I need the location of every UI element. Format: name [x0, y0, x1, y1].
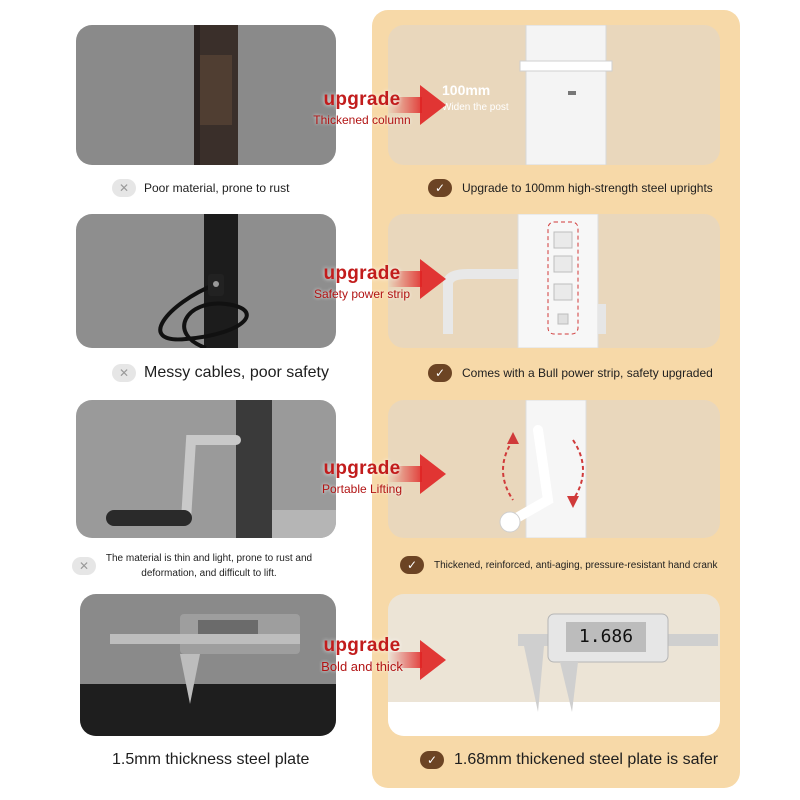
upgrade-sub-label: Portable Lifting	[321, 482, 403, 496]
check-icon: ✓	[420, 751, 444, 769]
caption-bad-3: ✕ The material is thin and light, prone …	[72, 551, 314, 581]
upgrade-sub-label: Bold and thick	[321, 659, 403, 674]
caption-text: 1.5mm thickness steel plate	[112, 751, 310, 768]
caption-text: 1.68mm thickened steel plate is safer	[454, 751, 719, 768]
check-icon: ✓	[428, 364, 452, 382]
arrow-right-icon	[420, 454, 446, 494]
messy-cables-illustration	[158, 214, 249, 348]
caption-good-3: ✓ Thickened, reinforced, anti-aging, pre…	[400, 556, 717, 574]
caliper-illustration	[80, 614, 336, 736]
check-icon: ✓	[400, 556, 424, 574]
old-crank-illustration	[106, 400, 336, 538]
caption-text: Poor material, prone to rust	[144, 181, 290, 195]
caption-text: Upgrade to 100mm high-strength steel upr…	[462, 181, 713, 195]
power-strip-illustration	[443, 214, 606, 348]
caption-text: Messy cables, poor safety	[144, 364, 329, 381]
caption-text: Thickened, reinforced, anti-aging, press…	[434, 559, 718, 571]
right-image-caliper: 1.686	[388, 594, 720, 736]
arrow-tail	[388, 466, 422, 482]
white-post-illustration	[519, 25, 613, 165]
upgrade-badge: upgrade Portable Lifting	[302, 458, 422, 496]
arrow-tail	[388, 271, 422, 287]
caption-bad-1: ✕ Poor material, prone to rust	[112, 179, 289, 197]
caption-bad-2: ✕ Messy cables, poor safety	[112, 364, 329, 382]
upgrade-label: upgrade	[323, 89, 401, 110]
callout-title: 100mm	[442, 82, 491, 98]
left-image-cables	[76, 214, 336, 348]
arrow-right-icon	[420, 85, 446, 125]
new-crank-illustration	[499, 400, 587, 538]
caption-good-1: ✓ Upgrade to 100mm high-strength steel u…	[428, 179, 713, 197]
upgrade-badge: upgrade Thickened column	[302, 89, 422, 127]
x-icon: ✕	[72, 557, 96, 575]
left-image-crank	[76, 400, 336, 538]
upgrade-label: upgrade	[323, 263, 401, 284]
caption-text: Comes with a Bull power strip, safety up…	[462, 366, 713, 380]
check-icon: ✓	[428, 179, 452, 197]
caption-text: The material is thin and light, prone to…	[105, 553, 313, 579]
caption-good-4: ✓ 1.68mm thickened steel plate is safer	[420, 751, 718, 769]
upgrade-label: upgrade	[323, 635, 401, 656]
arrow-right-icon	[420, 640, 446, 680]
x-icon: ✕	[112, 179, 136, 197]
caliper-digital-illustration	[388, 613, 720, 736]
upgrade-sub-label: Thickened column	[313, 113, 411, 127]
upgrade-badge: upgrade Bold and thick	[302, 635, 422, 674]
left-image-caliper	[80, 594, 336, 736]
callout-subtitle: Widen the post	[442, 102, 509, 113]
x-icon: ✕	[112, 364, 136, 382]
callout-100mm: 100mm Widen the post	[442, 82, 509, 113]
rusty-post-illustration	[194, 25, 238, 165]
upgrade-sub-label: Safety power strip	[313, 287, 411, 301]
caption-good-2: ✓ Comes with a Bull power strip, safety …	[428, 364, 713, 382]
caption-bad-4: 1.5mm thickness steel plate	[112, 751, 309, 769]
left-image-rusty-post	[76, 25, 336, 165]
arrow-right-icon	[420, 259, 446, 299]
arrow-tail	[388, 652, 422, 668]
arrow-tail	[388, 97, 422, 113]
upgrade-label: upgrade	[323, 458, 401, 479]
upgrade-badge: upgrade Safety power strip	[302, 263, 422, 301]
caliper-reading: 1.686	[578, 626, 634, 647]
